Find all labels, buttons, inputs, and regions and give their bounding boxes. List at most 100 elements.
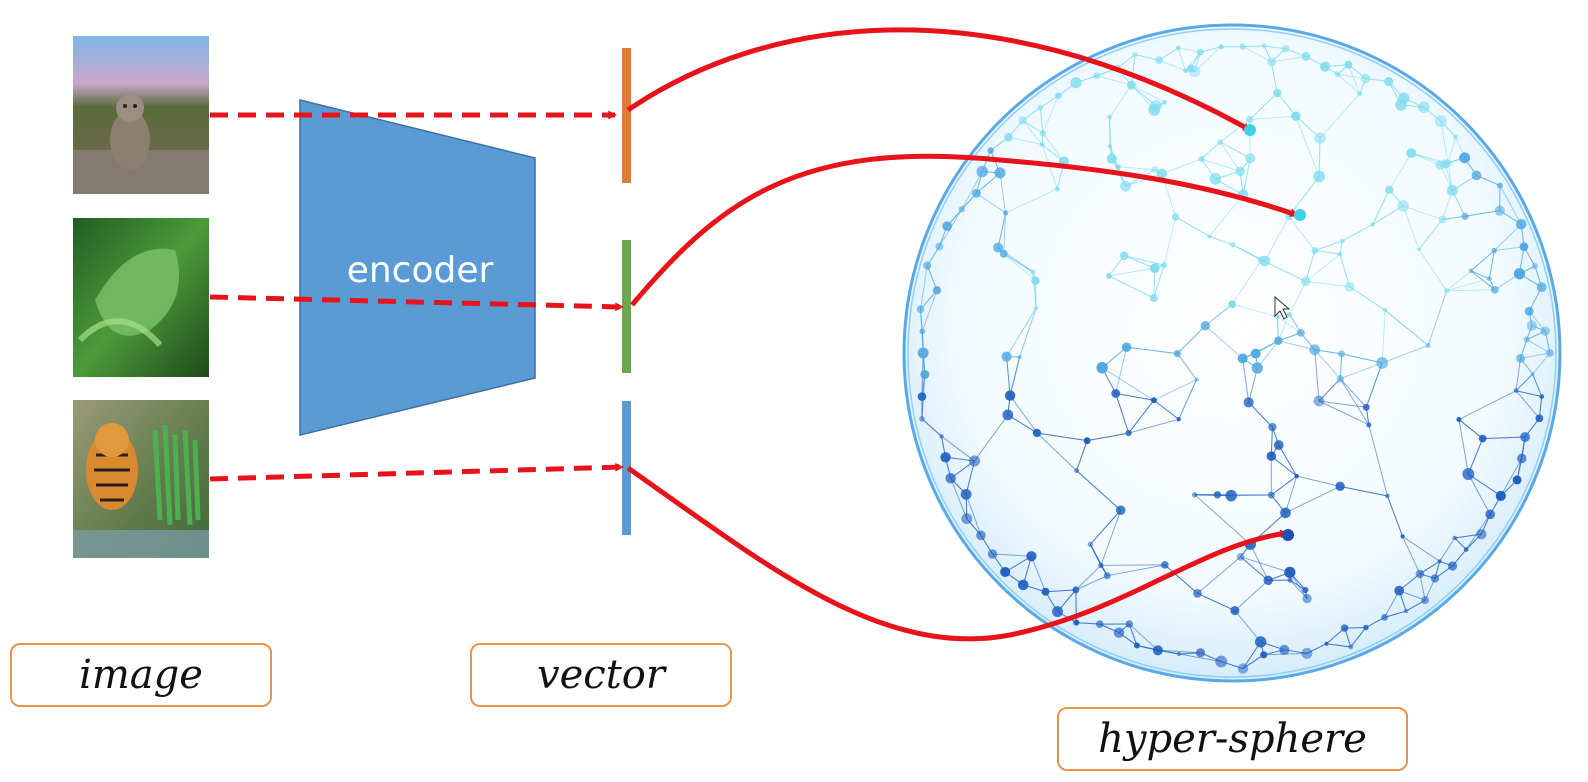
- mesh-edge: [1270, 61, 1278, 94]
- mesh-node: [1268, 422, 1277, 432]
- mesh-edge: [1158, 59, 1186, 72]
- mesh-edge: [1314, 250, 1341, 255]
- mesh-edge: [1458, 390, 1517, 420]
- mesh-node: [1106, 273, 1112, 279]
- mesh-node: [1406, 148, 1417, 158]
- mesh-edge: [1115, 393, 1130, 434]
- mesh-edge: [1488, 250, 1495, 279]
- mesh-edge: [1108, 275, 1155, 299]
- mesh-edge: [1440, 121, 1449, 164]
- mesh-edge: [1271, 455, 1298, 477]
- mesh-node: [1348, 644, 1354, 650]
- mesh-node: [1132, 51, 1138, 58]
- mesh-edge: [1419, 573, 1426, 601]
- mesh-edge: [1231, 259, 1262, 305]
- mesh-edge: [1076, 470, 1122, 511]
- mesh-edge: [1075, 575, 1108, 591]
- mesh-node: [945, 472, 956, 484]
- mesh-node: [1459, 152, 1471, 164]
- mesh-edge: [1314, 349, 1341, 379]
- curve-arrow-blue: [626, 465, 1287, 642]
- mesh-edge: [1464, 210, 1500, 217]
- mesh-edge: [1197, 592, 1236, 612]
- mesh-node: [1357, 91, 1363, 97]
- mesh-node: [1415, 569, 1425, 579]
- mesh-node: [1286, 311, 1293, 317]
- mesh-edge: [1277, 314, 1290, 341]
- mesh-node: [1463, 547, 1469, 552]
- mesh-edge: [1009, 395, 1038, 434]
- mesh-edge: [1177, 325, 1206, 354]
- mesh-edge: [976, 192, 1006, 214]
- mesh-node: [1523, 336, 1530, 343]
- mesh-node: [1119, 251, 1129, 260]
- mesh-edge: [1446, 270, 1472, 292]
- mesh-node: [1400, 534, 1405, 539]
- mesh-edge: [1118, 166, 1155, 171]
- mesh-node: [1361, 73, 1371, 84]
- mesh-edge: [1339, 378, 1370, 426]
- mesh-node: [976, 165, 988, 178]
- mesh-node: [1039, 142, 1045, 147]
- mesh-node: [1120, 180, 1131, 192]
- mesh-edge: [1458, 419, 1484, 439]
- mesh-node: [1335, 481, 1345, 492]
- mesh-node: [1494, 205, 1505, 216]
- mesh-node: [1314, 132, 1326, 144]
- mesh-node: [1456, 417, 1462, 423]
- mesh-node: [994, 167, 1006, 179]
- mesh-edge: [1219, 141, 1241, 172]
- mesh-node: [1363, 624, 1369, 631]
- mesh-node: [1041, 587, 1050, 596]
- mesh-node: [976, 530, 986, 541]
- mesh-node: [1237, 353, 1248, 364]
- mesh-edge: [1384, 610, 1407, 618]
- mesh-node: [1107, 114, 1112, 120]
- mesh-edge: [1075, 565, 1102, 591]
- mesh-edge: [1209, 194, 1244, 237]
- mesh-node: [1366, 422, 1372, 428]
- sphere-network-mesh: [916, 43, 1554, 674]
- mesh-edge: [1128, 623, 1159, 651]
- mesh-node: [1171, 213, 1180, 221]
- mesh-node: [1002, 210, 1009, 216]
- mesh-edge: [1242, 46, 1272, 63]
- mesh-edge: [1494, 246, 1525, 252]
- mesh-edge: [1285, 485, 1341, 514]
- mesh-edge: [1003, 212, 1007, 254]
- mesh-edge: [1372, 205, 1404, 225]
- mesh-edge: [921, 418, 942, 437]
- mesh-node: [1095, 620, 1104, 628]
- mesh-edge: [1161, 158, 1202, 175]
- mesh-edge: [1045, 589, 1076, 593]
- mesh-node: [1152, 645, 1163, 656]
- mesh-node: [1520, 432, 1530, 442]
- mesh-edge: [1128, 418, 1179, 434]
- mesh-node: [1032, 428, 1042, 438]
- mesh-edge: [1087, 432, 1129, 442]
- mesh-node: [1302, 593, 1312, 604]
- target-point-2: [1294, 209, 1306, 221]
- mesh-edge: [1201, 158, 1241, 172]
- mesh-node: [999, 249, 1008, 258]
- mesh-node: [1512, 475, 1522, 485]
- mesh-node: [1301, 52, 1311, 61]
- mesh-node: [1002, 409, 1014, 421]
- mesh-node: [1287, 577, 1293, 583]
- mesh-node: [1054, 186, 1060, 192]
- mesh-edge: [1337, 73, 1366, 80]
- mesh-node: [1337, 251, 1343, 257]
- mesh-edge: [1232, 303, 1278, 318]
- mesh-node: [1536, 282, 1547, 293]
- mesh-edge: [1439, 537, 1456, 562]
- mesh-node: [1418, 101, 1430, 114]
- vector-bar-orange: [622, 48, 631, 183]
- mesh-node: [1000, 566, 1011, 578]
- mesh-node: [1236, 552, 1245, 561]
- mesh-edge: [1242, 158, 1251, 195]
- mesh-edge: [1036, 432, 1088, 442]
- mesh-edge: [1194, 494, 1232, 497]
- mesh-edge: [1019, 307, 1037, 358]
- mesh-node: [968, 455, 981, 467]
